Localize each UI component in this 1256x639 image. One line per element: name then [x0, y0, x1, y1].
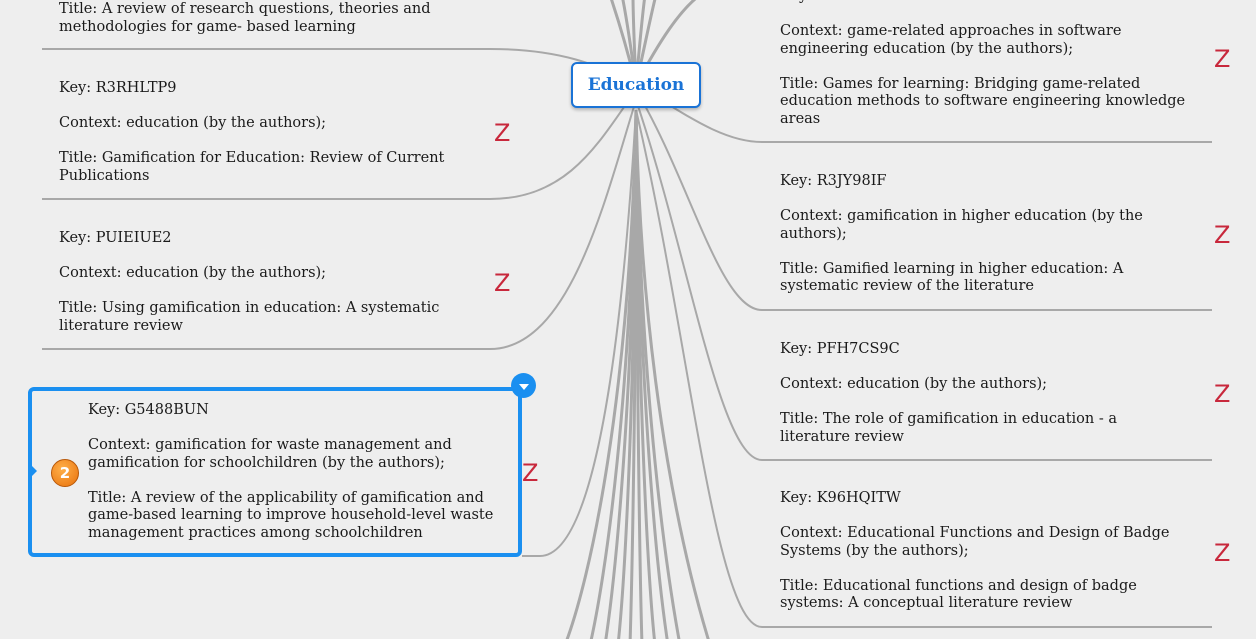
topic-node[interactable]: Key: R3JY98IF Context: gamification in h…: [780, 173, 1190, 296]
zotero-icon[interactable]: Z: [1214, 380, 1231, 408]
zotero-icon[interactable]: Z: [494, 269, 511, 297]
selected-topic-node[interactable]: [28, 387, 522, 557]
node-key: Key: R3RHLTP9: [59, 80, 177, 96]
node-context: Context: gamification for waste manageme…: [88, 437, 452, 471]
topic-node[interactable]: Key: K96HQITW Context: Educational Funct…: [780, 490, 1190, 613]
collapse-toggle-icon[interactable]: [511, 373, 536, 398]
topic-node[interactable]: Key: G5488BUN Context: gamification for …: [88, 402, 498, 542]
topic-node[interactable]: Key: PFH7CS9C Context: education (by the…: [780, 341, 1190, 446]
topic-node[interactable]: Key: R3RHLTP9 Context: education (by the…: [59, 80, 479, 185]
node-context: Context: gamification in higher educatio…: [780, 208, 1143, 242]
zotero-icon[interactable]: Z: [1214, 221, 1231, 249]
node-title: Title: Using gamification in education: …: [59, 300, 440, 334]
node-key: Key: L2KA2UDF: [780, 0, 1190, 6]
node-key: Key: R3JY98IF: [780, 173, 887, 189]
node-context: Context: game-related approaches in soft…: [780, 23, 1122, 57]
node-key: Key: PUIEIUE2: [59, 230, 172, 246]
node-key: Key: PFH7CS9C: [780, 341, 900, 357]
node-title: Title: A review of the applicability of …: [88, 489, 494, 541]
node-title: Title: Games for learning: Bridging game…: [780, 75, 1186, 127]
zotero-icon[interactable]: Z: [1214, 539, 1231, 567]
node-title: Title: The role of gamification in educa…: [780, 411, 1117, 445]
zotero-icon[interactable]: Z: [494, 119, 511, 147]
selection-pointer-icon: [30, 464, 37, 478]
priority-badge: 2: [51, 459, 79, 487]
topic-node[interactable]: Title: A review of research questions, t…: [59, 1, 479, 36]
zotero-icon[interactable]: Z: [1214, 45, 1231, 73]
node-title: Title: Gamified learning in higher educa…: [780, 260, 1124, 295]
central-topic-label: Education: [587, 75, 685, 95]
node-context: Context: education (by the authors);: [59, 265, 327, 281]
node-title: Title: Gamification for Education: Revie…: [59, 150, 445, 184]
topic-node[interactable]: Key: PUIEIUE2 Context: education (by the…: [59, 230, 479, 335]
node-context: Context: education (by the authors);: [780, 376, 1048, 392]
node-context: Context: Educational Functions and Desig…: [780, 525, 1170, 559]
node-title: Title: Educational functions and design …: [780, 577, 1137, 612]
central-topic[interactable]: Education: [571, 62, 701, 108]
zotero-icon[interactable]: Z: [522, 459, 539, 487]
node-title: Title: A review of research questions, t…: [59, 1, 431, 35]
node-key: Key: K96HQITW: [780, 490, 901, 506]
node-context: Context: education (by the authors);: [59, 115, 327, 131]
topic-node[interactable]: Key: L2KA2UDF Context: game-related appr…: [780, 0, 1190, 128]
node-key: Key: G5488BUN: [88, 402, 209, 418]
